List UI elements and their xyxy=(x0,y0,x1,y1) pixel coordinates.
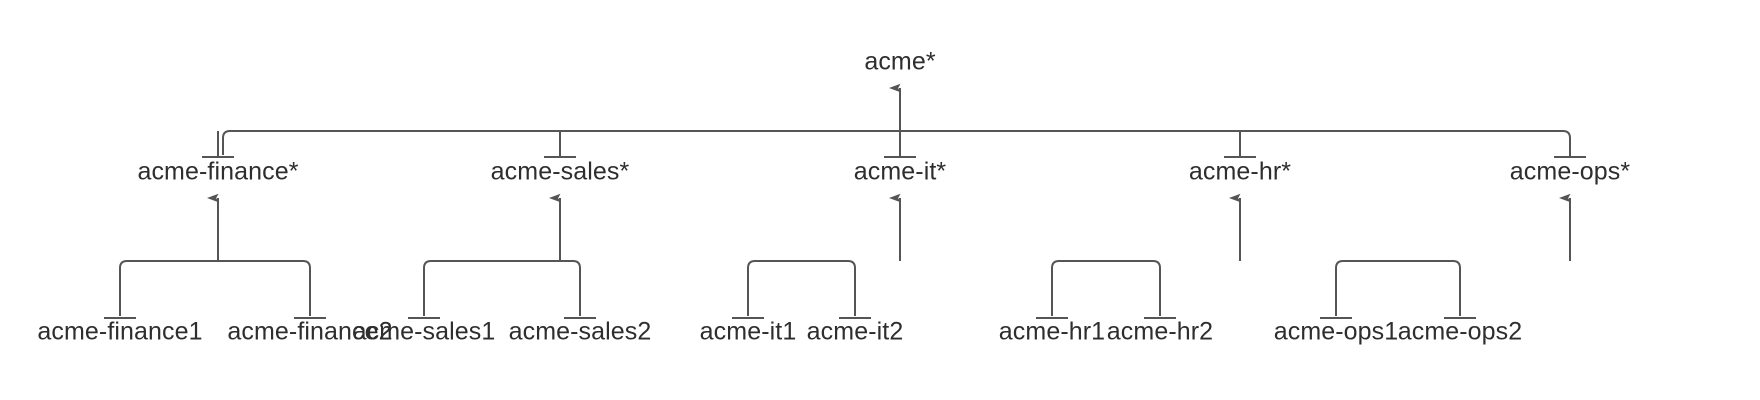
leaf-bus-bar-acme-ops xyxy=(1335,260,1461,316)
leaf-bus-bar-acme-it xyxy=(747,260,856,316)
node-label-acme-finance1[interactable]: acme-finance1 xyxy=(37,317,203,346)
edge-layer xyxy=(104,83,1586,319)
node-label-acme-hr2[interactable]: acme-hr2 xyxy=(1106,317,1214,346)
node-label-acme-it2[interactable]: acme-it2 xyxy=(806,317,904,346)
node-label-acme-it[interactable]: acme-it* xyxy=(853,157,947,186)
leaf-bus-bar-acme-sales xyxy=(423,260,581,316)
node-label-acme-sales[interactable]: acme-sales* xyxy=(490,157,630,186)
node-label-acme-finance2[interactable]: acme-finance2 xyxy=(227,317,393,346)
node-label-acme-ops2[interactable]: acme-ops2 xyxy=(1397,317,1523,346)
node-label-acme-hr[interactable]: acme-hr* xyxy=(1188,157,1292,186)
node-label-acme-it1[interactable]: acme-it1 xyxy=(699,317,797,346)
root-bus-bar xyxy=(222,130,1571,155)
node-label-acme-finance[interactable]: acme-finance* xyxy=(137,157,299,186)
node-label-acme-ops1[interactable]: acme-ops1 xyxy=(1273,317,1399,346)
leaf-bus-bar-acme-finance xyxy=(119,260,311,316)
node-label-acme-hr1[interactable]: acme-hr1 xyxy=(998,317,1106,346)
node-label-acme-sales2[interactable]: acme-sales2 xyxy=(508,317,652,346)
node-label-acme[interactable]: acme* xyxy=(864,47,936,76)
node-label-acme-sales1[interactable]: acme-sales1 xyxy=(352,317,496,346)
leaf-bus-bar-acme-hr xyxy=(1051,260,1161,316)
node-label-acme-ops[interactable]: acme-ops* xyxy=(1509,157,1631,186)
